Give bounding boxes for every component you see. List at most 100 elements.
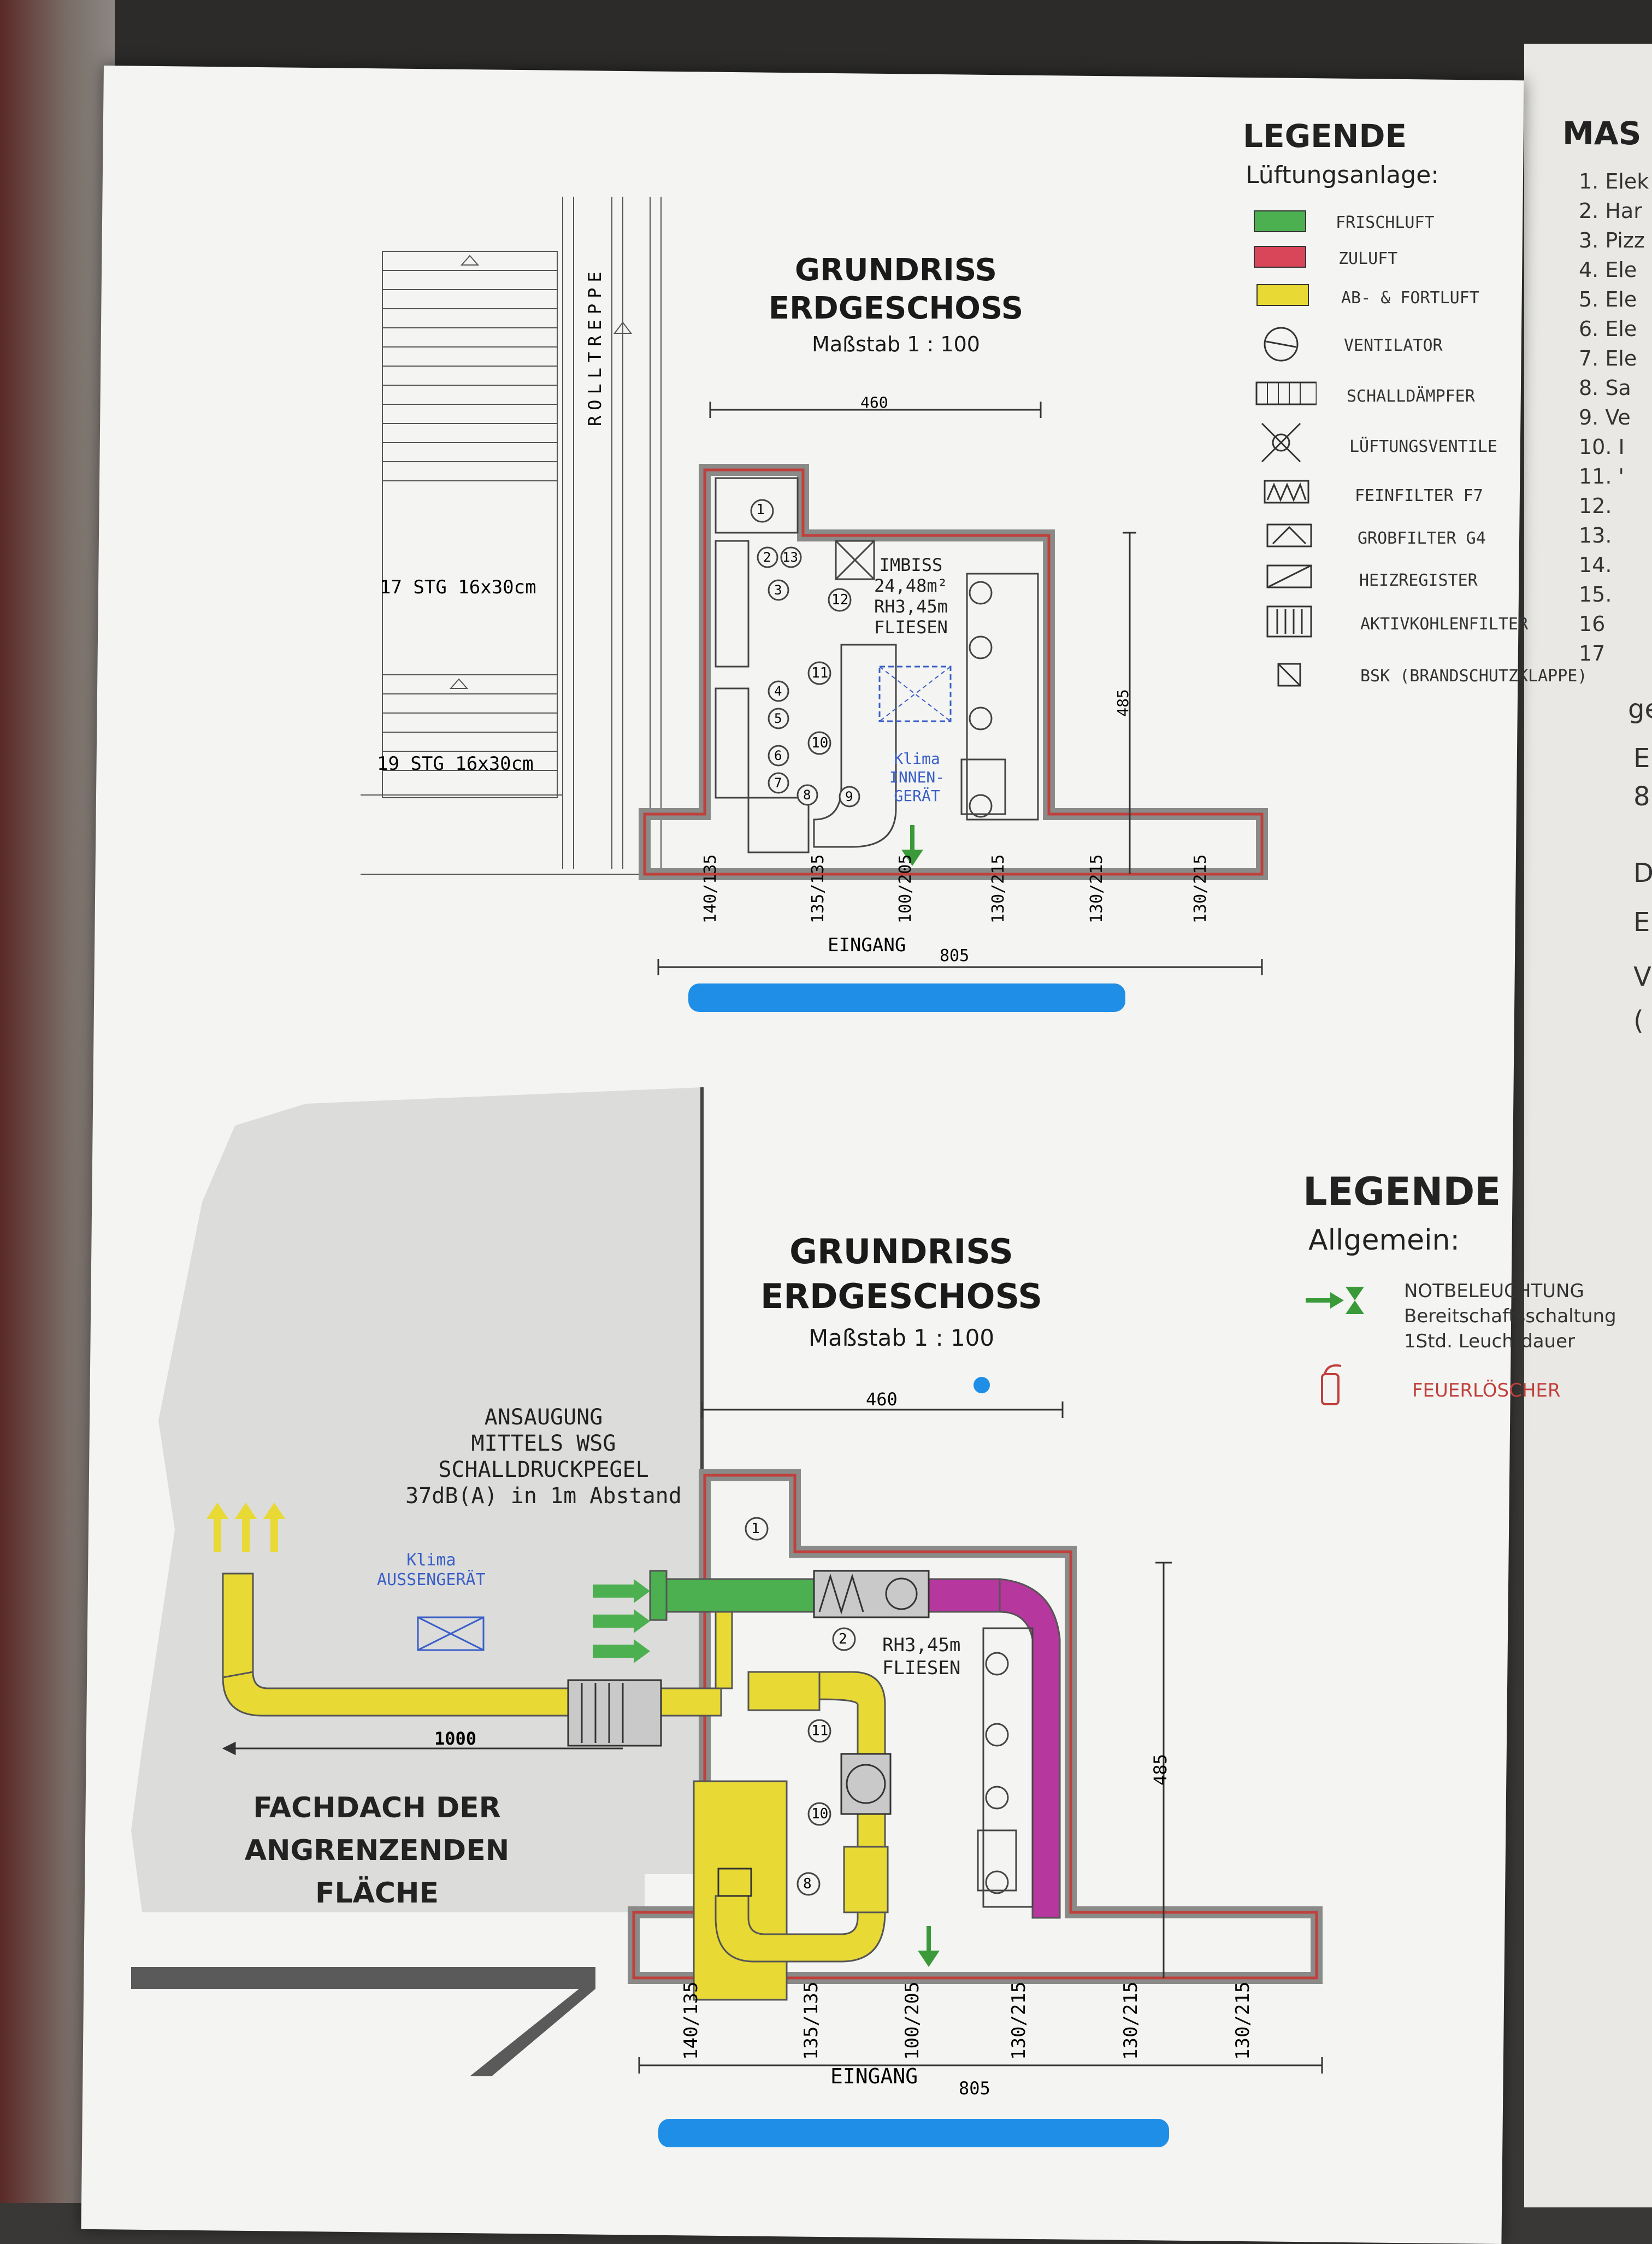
bottom-plan-title: GRUNDRISS ERDGESCHOSS Maßstab 1 : 100 <box>748 1229 1054 1357</box>
indoor-unit-label: Klima INNEN- GERÄT <box>889 750 945 805</box>
dim-depth-label: 485 <box>1149 1754 1171 1786</box>
dim-depth-label: 485 <box>1113 689 1132 717</box>
list-item: 9. Ve <box>1579 405 1631 429</box>
legend-label: AB- & FORTLUFT <box>1341 288 1479 308</box>
legend-title: LEGENDE <box>1243 117 1407 155</box>
list-item: 7. Ele <box>1579 346 1637 370</box>
side-sheet-list: 1. Elek 2. Har 3. Pizz 4. Ele 5. Ele 6. … <box>1579 169 1652 671</box>
room-height: RH3,45m <box>882 1634 961 1656</box>
marker-label: 9 <box>845 789 853 804</box>
top-plan-title: GRUNDRISS ERDGESCHOSS Maßstab 1 : 100 <box>754 251 1038 361</box>
outdoor-unit-box <box>417 1616 485 1651</box>
marker-label: 5 <box>774 711 782 726</box>
opening-label: 130/215 <box>1191 854 1210 923</box>
roof-label: FACHDACH DER ANGRENZENDEN FLÄCHE <box>197 1787 557 1915</box>
entrance-label: EINGANG <box>830 2064 918 2088</box>
marker-label: 11 <box>811 665 829 681</box>
fine-filter-icon <box>1264 480 1309 504</box>
opening-label: 130/215 <box>1232 1981 1254 2060</box>
stairs <box>361 197 662 875</box>
legend-label: FEINFILTER F7 <box>1355 486 1483 505</box>
fresh-air-swatch <box>1254 210 1306 232</box>
fire-extinguisher-icon <box>1321 1364 1342 1405</box>
dim-width-label: 460 <box>866 1389 898 1410</box>
marker-label: 2 <box>763 550 771 565</box>
fan-icon <box>1264 327 1299 362</box>
legend-label: ZULUFT <box>1338 249 1398 268</box>
side-fragment: ( <box>1633 1005 1644 1036</box>
carbon-filter-icon <box>1266 605 1312 638</box>
top-floor-plan <box>361 197 1268 975</box>
emergency-light-icon <box>1306 1287 1364 1314</box>
side-fragment: E <box>1633 743 1650 774</box>
room-height: RH3,45m <box>874 596 948 617</box>
exhaust-duct <box>222 1572 889 2001</box>
valve-icon <box>1261 422 1301 463</box>
klima-sub: AUSSENGERÄT <box>377 1570 486 1589</box>
exhaust-air-swatch <box>1256 284 1309 306</box>
legend-label: VENTILATOR <box>1344 336 1443 355</box>
building-walls <box>639 464 1268 880</box>
marker-label: 3 <box>774 582 782 598</box>
legend-label: AKTIVKOHLENFILTER <box>1360 615 1529 634</box>
list-item: 15. <box>1579 582 1612 606</box>
marker-label: 10 <box>811 735 829 751</box>
legend-subtitle: Lüftungsanlage: <box>1246 161 1439 189</box>
intake-line: 37dB(A) in 1m Abstand <box>405 1483 682 1509</box>
list-item: 2. Har <box>1579 199 1642 223</box>
list-item: 5. Ele <box>1579 287 1637 311</box>
extinguisher-label: FEUERLÖSCHER <box>1412 1380 1561 1401</box>
list-item: 13. <box>1579 523 1612 547</box>
item-markers <box>750 499 860 808</box>
marker-label: 6 <box>774 748 782 763</box>
side-fragment: D <box>1633 858 1652 888</box>
legend-label: LÜFTUNGSVENTILE <box>1349 437 1497 456</box>
side-fragment: E <box>1633 907 1650 938</box>
emergency-exit-icon <box>901 825 923 866</box>
scale-label: Maßstab 1 : 100 <box>812 332 980 356</box>
marker-label: 12 <box>831 592 849 608</box>
dim-total-label: 805 <box>959 2078 990 2099</box>
item-markers <box>745 1517 856 1896</box>
marker-label: 2 <box>839 1631 847 1647</box>
redaction-dot <box>974 1377 990 1393</box>
silencer-icon <box>1255 381 1317 405</box>
supply-air-swatch <box>1254 246 1306 268</box>
redaction-bar <box>658 2119 1169 2147</box>
legend-label: 1Std. Leuchtdauer <box>1404 1330 1575 1352</box>
opening-label: 100/205 <box>896 854 915 923</box>
opening-label: 135/135 <box>800 1981 822 2060</box>
fresh-air-duct <box>593 1570 815 1663</box>
opening-label: 140/135 <box>701 854 720 923</box>
klima-sub: INNEN- <box>889 768 945 786</box>
dimension-lines <box>657 402 1263 975</box>
list-item: 11. ' <box>1579 464 1624 488</box>
supply-air-duct <box>928 1578 1061 1919</box>
klima-label: Klima <box>406 1551 456 1570</box>
list-item: 1. Elek <box>1579 169 1649 193</box>
legend-title: LEGENDE <box>1303 1169 1501 1214</box>
roof-line: FACHDACH DER <box>253 1792 501 1824</box>
intake-line: ANSAUGUNG <box>484 1405 603 1430</box>
list-item: 17 <box>1579 641 1606 665</box>
room-floor: FLIESEN <box>882 1657 961 1679</box>
side-fragment: 8 <box>1633 781 1650 812</box>
stairs-label: 17 STG 16x30cm <box>380 576 536 598</box>
room-name: IMBISS <box>879 555 943 575</box>
intake-label: ANSAUGUNG MITTELS WSG SCHALLDRUCKPEGEL 3… <box>402 1404 686 1509</box>
marker-label: 1 <box>756 502 765 518</box>
exhaust-outlet-arrows <box>206 1503 285 1552</box>
klima-sub: GERÄT <box>894 787 940 805</box>
dim-width-label: 460 <box>860 393 888 411</box>
list-item: 8. Sa <box>1579 376 1631 400</box>
opening-label: 100/205 <box>901 1981 923 2060</box>
legend-subtitle: Allgemein: <box>1308 1224 1460 1257</box>
intake-line: MITTELS WSG <box>471 1431 616 1456</box>
room-floor: FLIESEN <box>874 617 948 638</box>
marker-label: 13 <box>782 550 798 565</box>
scale-label: Maßstab 1 : 100 <box>808 1324 995 1351</box>
air-handling-unit <box>567 1570 930 1815</box>
list-item: 6. Ele <box>1579 317 1637 341</box>
stairs-label: 19 STG 16x30cm <box>377 753 534 775</box>
title-line: ERDGESCHOSS <box>768 291 1024 326</box>
